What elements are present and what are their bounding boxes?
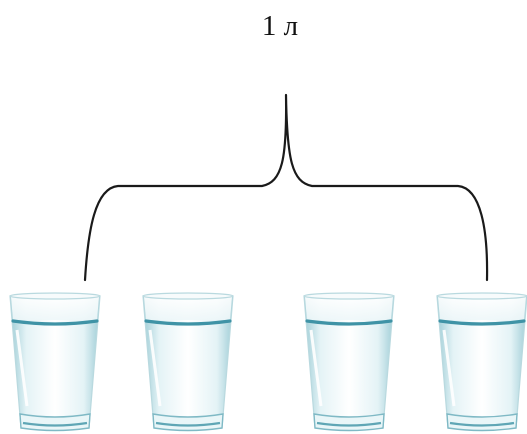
- glass-base: [152, 413, 224, 432]
- water-surface: [438, 319, 526, 326]
- glass-highlight: [15, 329, 29, 407]
- glass-empty-top: [305, 297, 393, 320]
- glass-highlight: [442, 329, 456, 407]
- water-surface: [11, 319, 99, 326]
- glass-base-shadow: [449, 421, 515, 427]
- glass-rim: [436, 292, 527, 300]
- glass-rim: [142, 292, 234, 300]
- glasses-group: [9, 292, 527, 432]
- glass-base-shadow: [316, 421, 382, 427]
- glass-empty-top: [438, 297, 526, 320]
- glass-base: [313, 413, 385, 432]
- volume-label: 1 л: [261, 10, 299, 42]
- glass-highlight: [148, 329, 162, 407]
- glass-empty-top: [144, 297, 232, 320]
- bracket-line: [83, 93, 489, 282]
- glass-base: [446, 413, 518, 432]
- glass-base: [19, 413, 91, 432]
- water-glass: [303, 292, 395, 432]
- water-glass: [9, 292, 101, 432]
- glass-empty-top: [11, 297, 99, 320]
- glass-highlight: [309, 329, 323, 407]
- glass-base-shadow: [22, 421, 88, 427]
- water-surface: [144, 319, 232, 326]
- glass-rim: [303, 292, 395, 300]
- glass-base-shadow: [155, 421, 221, 427]
- water-glass: [436, 292, 527, 432]
- water-glass: [142, 292, 234, 432]
- glass-rim: [9, 292, 101, 300]
- water-surface: [305, 319, 393, 326]
